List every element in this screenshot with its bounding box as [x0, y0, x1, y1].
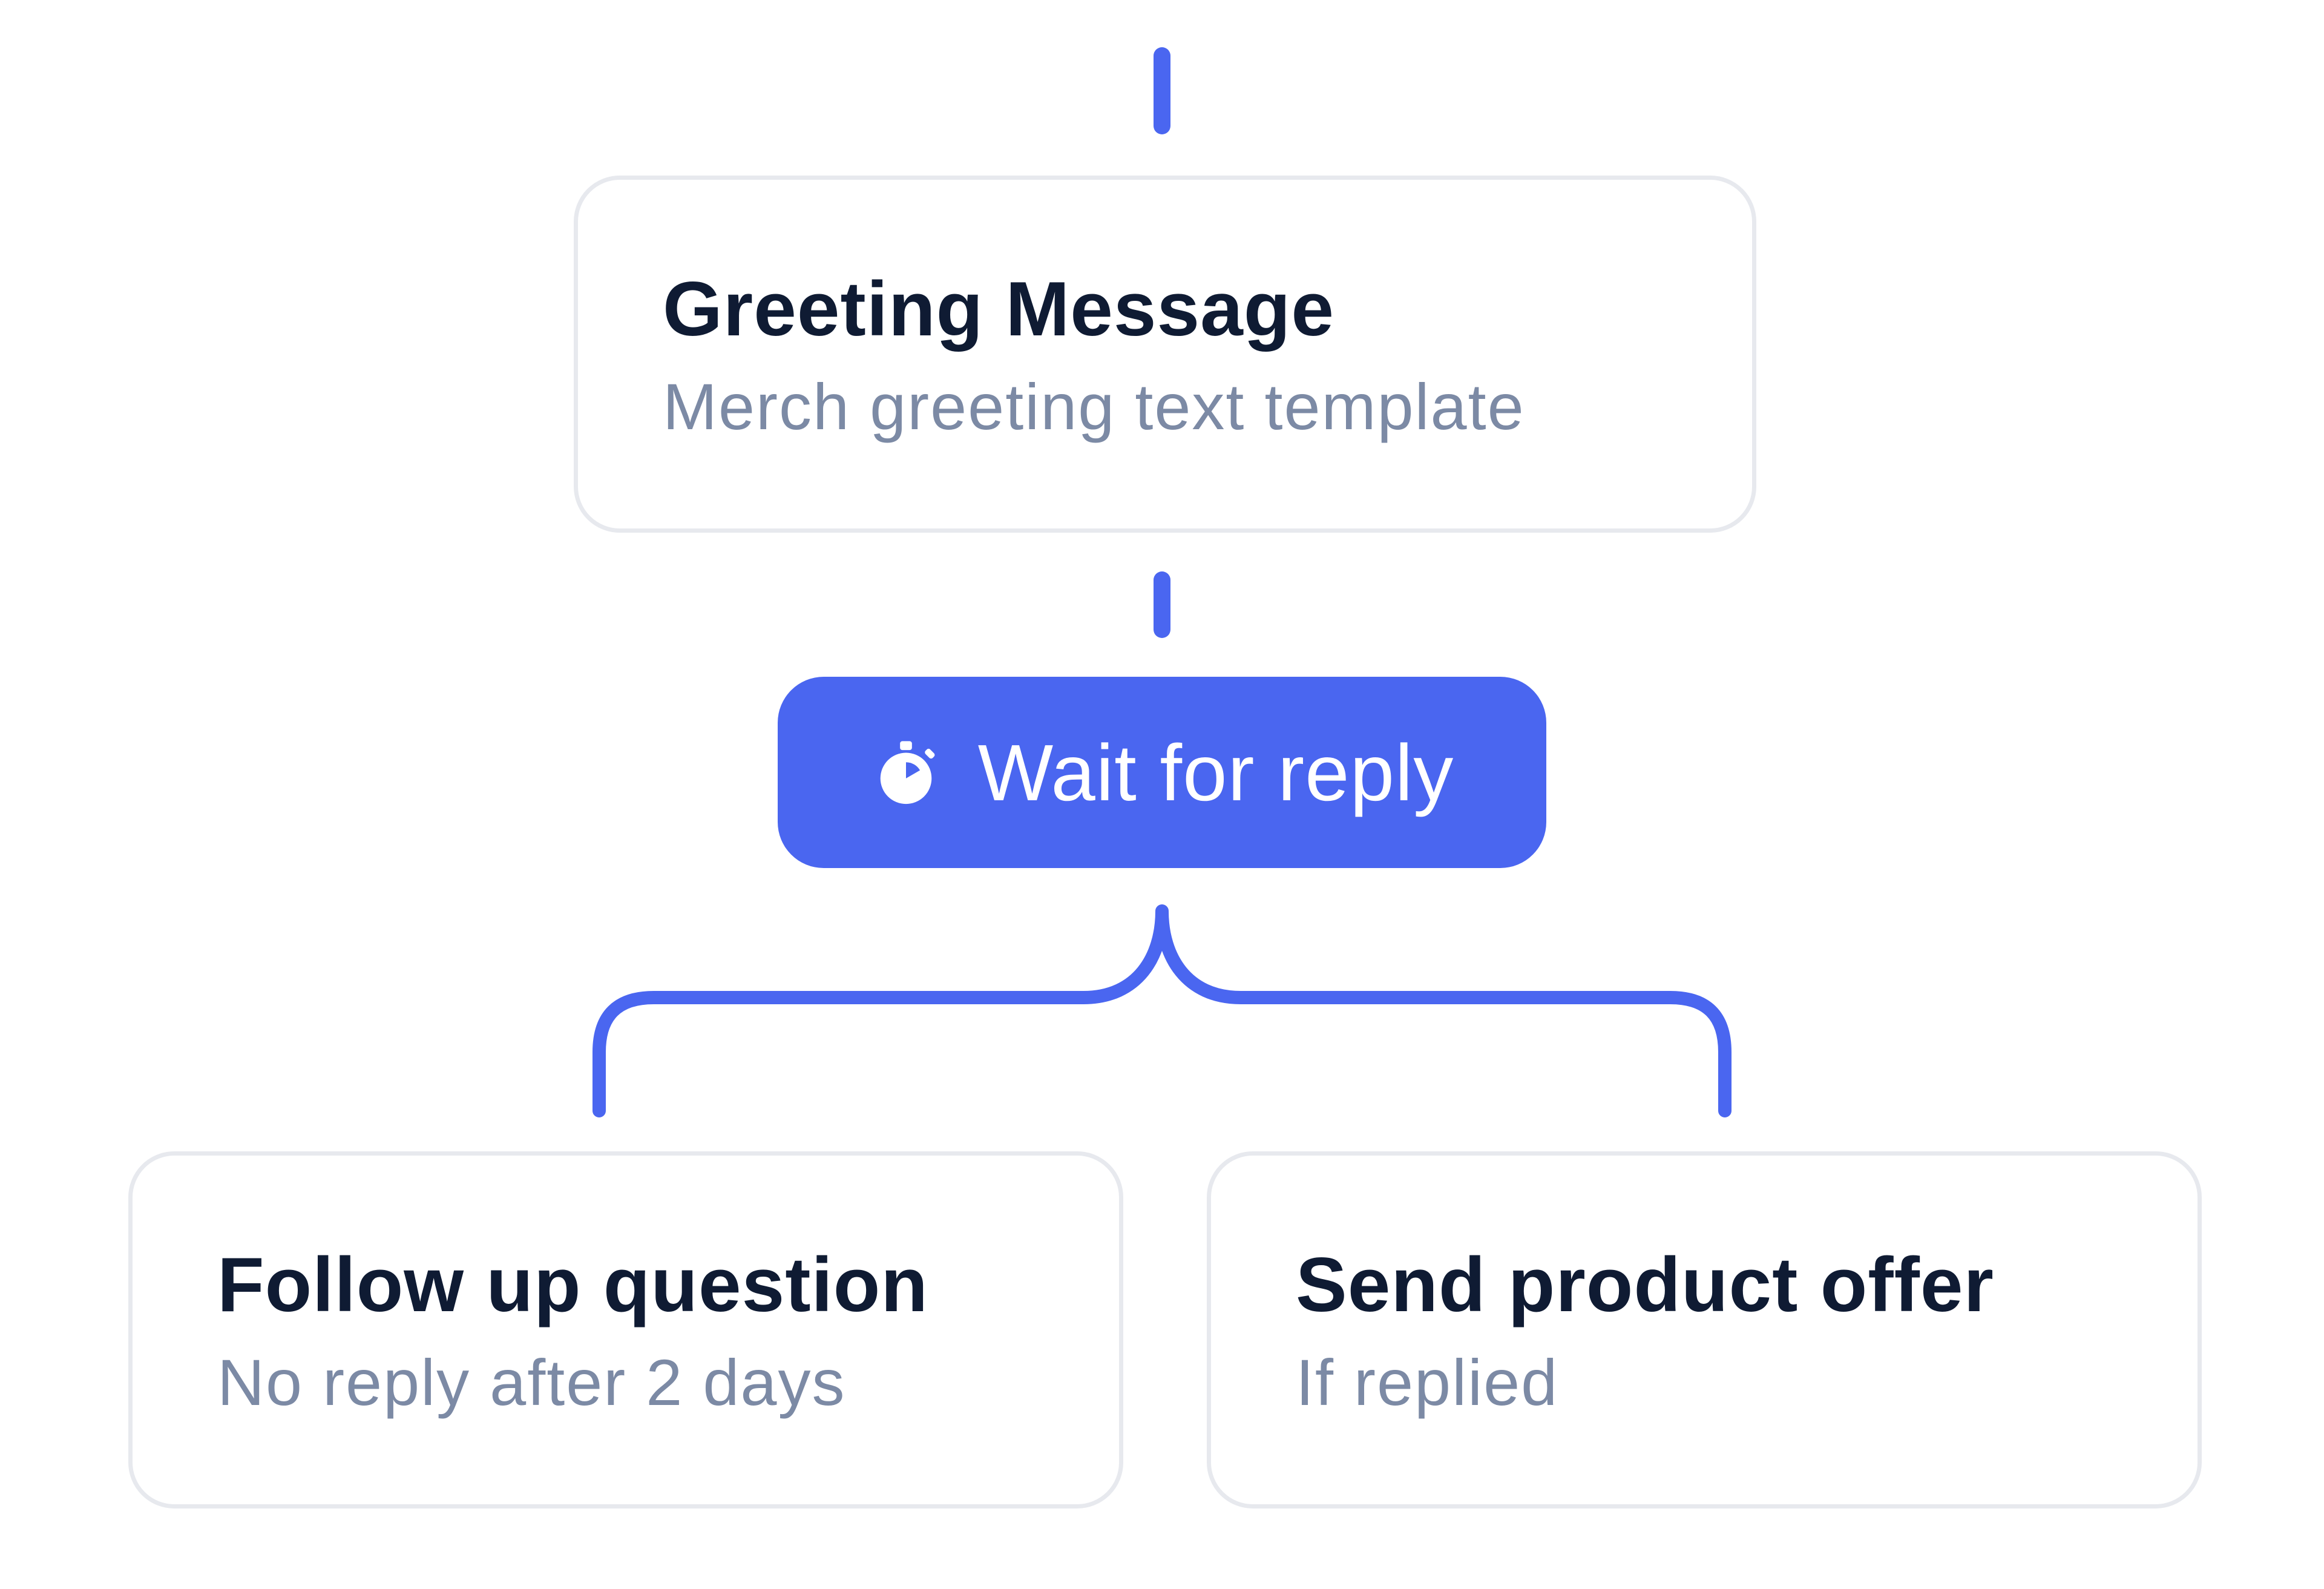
send-product-offer-subtitle: If replied [1296, 1346, 1559, 1419]
follow-up-question-card[interactable]: Follow up question No reply after 2 days [128, 1151, 1123, 1508]
send-product-offer-title: Send product offer [1296, 1242, 1994, 1327]
greeting-message-title: Greeting Message [663, 266, 1335, 352]
follow-up-question-title: Follow up question [217, 1242, 928, 1327]
branch-connector [592, 904, 1732, 1117]
wait-for-reply-button[interactable]: Wait for reply [778, 677, 1546, 868]
stopwatch-icon [880, 741, 935, 804]
follow-up-question-subtitle: No reply after 2 days [217, 1346, 846, 1419]
greeting-message-subtitle: Merch greeting text template [663, 370, 1525, 443]
send-product-offer-card[interactable]: Send product offer If replied [1207, 1151, 2202, 1508]
greeting-message-card[interactable]: Greeting Message Merch greeting text tem… [574, 176, 1756, 533]
wait-for-reply-label: Wait for reply [977, 728, 1454, 817]
